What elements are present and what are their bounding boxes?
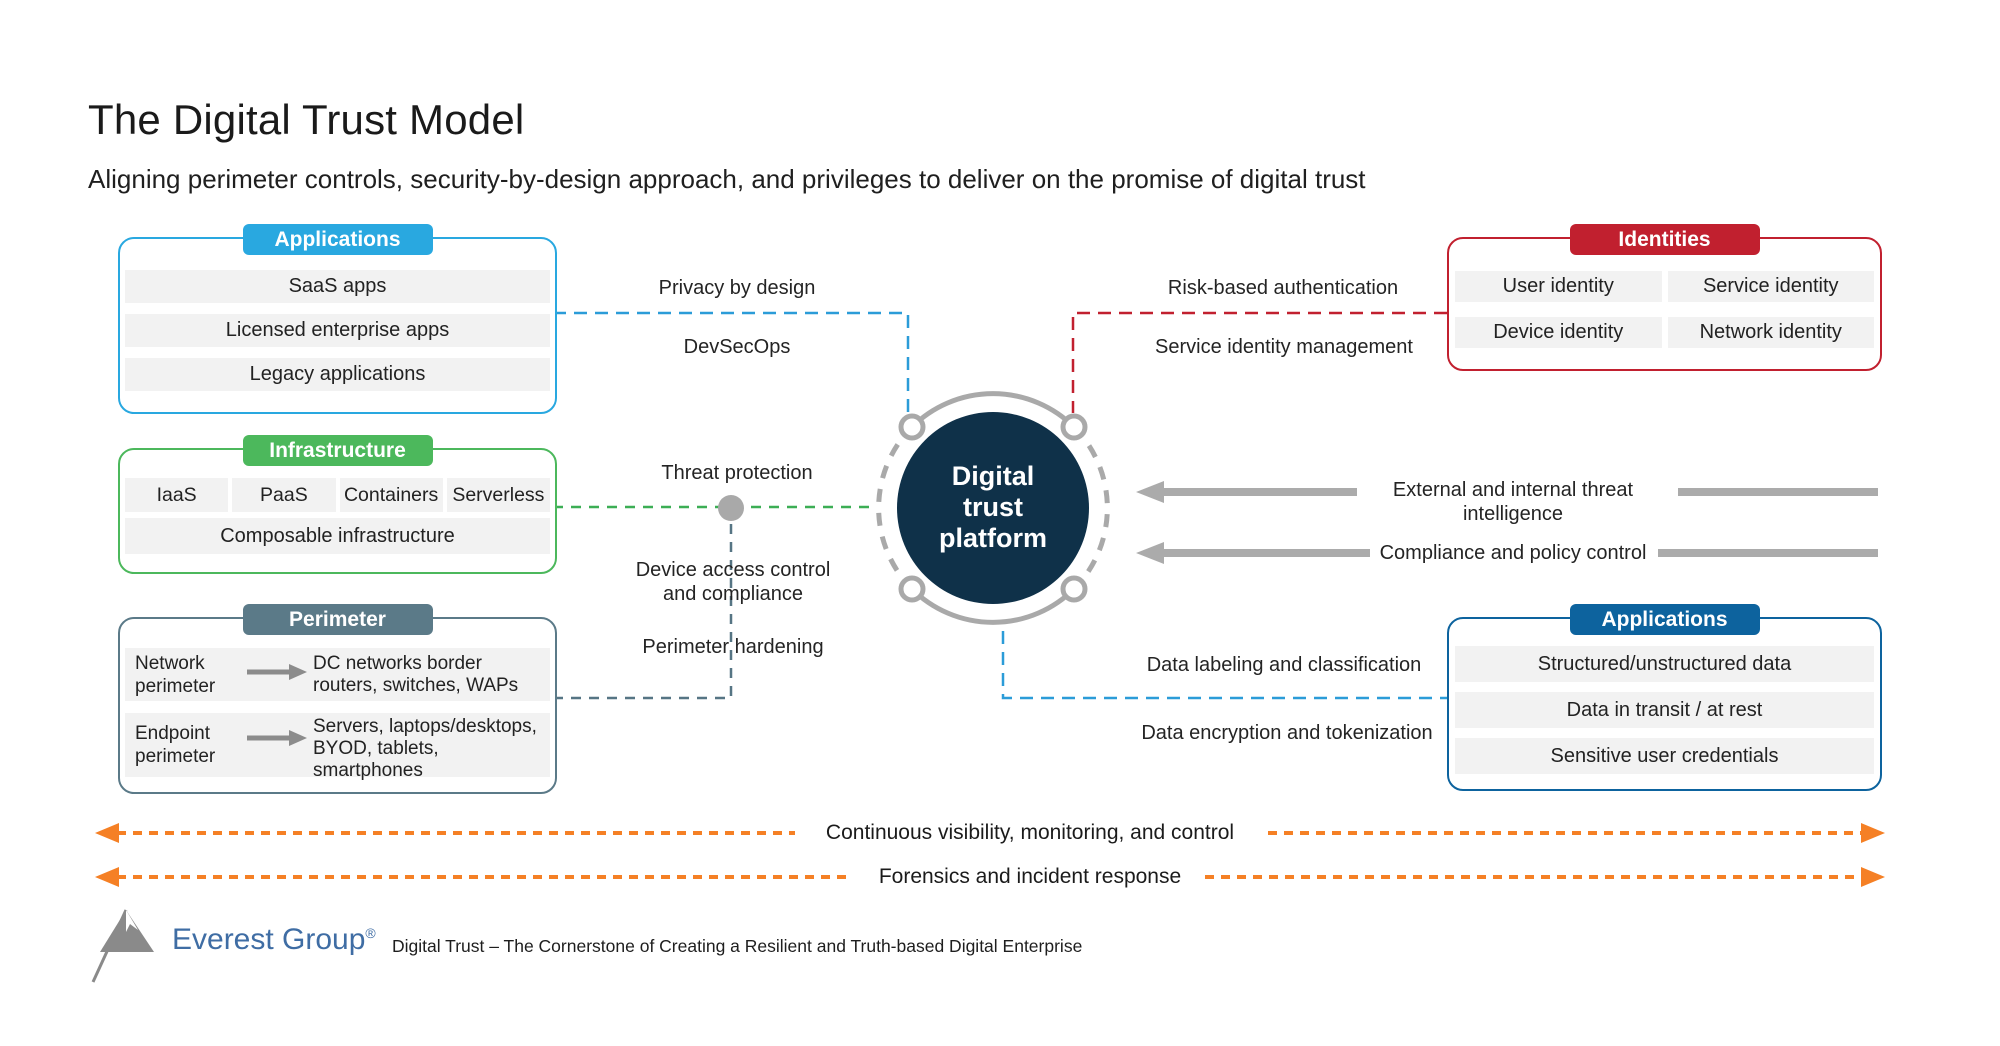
list-item: User identity [1455,271,1662,302]
platform-label-line: trust [963,492,1023,522]
platform-label-line: platform [939,523,1047,553]
applications-left-box: Applications SaaS apps Licensed enterpri… [118,224,557,414]
data-connector-line [1001,631,1447,700]
devsecops-label: DevSecOps [683,336,791,358]
threat-intelligence-label: External and internal threat intelligenc… [1392,479,1634,525]
table-row: Network perimeter DC networks border rou… [125,648,550,701]
perimeter-header: Perimeter [242,604,433,635]
right-arrow-icon [247,729,309,752]
privacy-by-design-label: Privacy by design [658,277,816,299]
applications-left-header: Applications [242,224,433,255]
registered-mark: ® [365,925,376,941]
threat-intelligence-arrow-icon [1136,481,1878,503]
right-arrow-icon [247,663,309,686]
perimeter-row-desc: DC networks border routers, switches, WA… [313,652,519,696]
table-row: Endpoint perimeter Servers, laptops/desk… [125,713,550,781]
forensics-double-arrow-icon [95,867,1885,887]
continuous-visibility-label: Continuous visibility, monitoring, and c… [825,821,1235,844]
device-access-label: Device access control and compliance [635,559,831,605]
perimeter-box: Perimeter Network perimeter DC networks … [118,604,557,794]
perimeter-row-label: Endpoint perimeter [135,723,216,767]
compliance-policy-label: Compliance and policy control [1379,542,1647,564]
privacy-connector-line [553,311,910,413]
identities-connector-line [1071,311,1447,413]
everest-logo-icon [91,909,154,983]
list-item: Serverless [446,478,550,512]
applications-right-header: Applications [1569,604,1760,635]
list-item: Containers [339,478,443,512]
identities-header: Identities [1569,224,1760,255]
digital-trust-platform-label: Digital trust platform [939,461,1047,554]
list-item: Data in transit / at rest [1455,692,1874,728]
list-item: PaaS [232,478,336,512]
threat-protection-label: Threat protection [661,462,813,484]
forensics-label: Forensics and incident response [878,865,1182,888]
list-item: Licensed enterprise apps [125,314,550,347]
visibility-double-arrow-icon [95,823,1885,843]
perimeter-hardening-label: Perimeter hardening [642,636,824,658]
list-item: Composable infrastructure [125,518,550,554]
list-item: Network identity [1667,317,1874,348]
list-item: SaaS apps [125,270,550,303]
footer-tagline: Digital Trust – The Cornerstone of Creat… [392,936,1083,956]
infrastructure-box: Infrastructure IaaS PaaS Containers Serv… [118,435,557,574]
digital-trust-platform-circle [897,412,1089,604]
page-title: The Digital Trust Model [88,96,525,143]
list-item: Legacy applications [125,358,550,391]
applications-right-box: Applications Structured/unstructured dat… [1447,604,1882,791]
perimeter-connector-line [553,523,733,700]
data-labeling-label: Data labeling and classification [1146,654,1422,676]
list-item: Structured/unstructured data [1455,646,1874,682]
perimeter-row-label: Network perimeter [135,652,216,697]
infrastructure-header: Infrastructure [242,435,433,466]
list-item: Service identity [1667,271,1874,302]
list-item: Device identity [1455,317,1662,348]
identities-box: Identities User identity Service identit… [1447,224,1882,371]
junction-dot-icon [718,495,744,521]
service-identity-mgmt-label: Service identity management [1155,336,1413,358]
platform-ring-icon [876,391,1110,625]
risk-based-auth-label: Risk-based authentication [1167,277,1399,299]
data-encryption-label: Data encryption and tokenization [1141,722,1433,744]
perimeter-row-desc: Servers, laptops/desktops, BYOD, tablets… [313,716,537,781]
page-subtitle: Aligning perimeter controls, security-by… [88,164,1366,194]
compliance-policy-arrow-icon [1136,542,1878,564]
brand-name: Everest Group [172,923,366,956]
list-item: Sensitive user credentials [1455,738,1874,774]
everest-group-wordmark: Everest Group® [172,923,376,957]
platform-label-line: Digital [951,461,1035,491]
list-item: IaaS [125,478,229,512]
